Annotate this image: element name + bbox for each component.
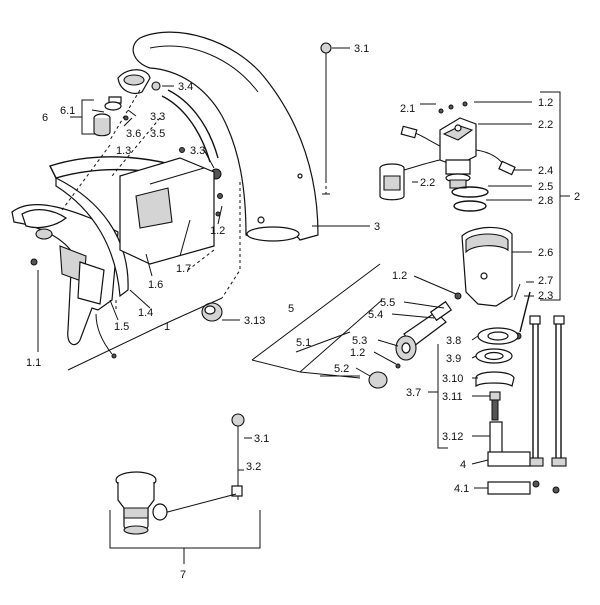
filter-rod [513,283,531,340]
label-3: 3 [374,221,380,233]
label-3-7: 3.7 [406,387,421,399]
label-1-5: 1.5 [114,321,129,333]
label-3-1-bottom: 3.1 [254,433,269,445]
spout-aerator-parts [93,69,222,180]
label-3-10: 3.10 [442,373,463,385]
label-1-3: 1.3 [116,145,131,157]
label-3-1-top: 3.1 [354,43,369,55]
spout-body [132,31,319,242]
label-6: 6 [42,112,48,124]
label-1-6: 1.6 [148,279,163,291]
solenoid-module [400,101,516,189]
pop-up-drain [115,413,245,535]
lever-assembly [368,292,462,389]
group-5-bracket [251,263,383,379]
label-1: 1 [164,321,170,333]
group-6-bracket [70,99,96,135]
label-2: 2 [574,191,580,203]
label-3-12: 3.12 [442,431,463,443]
label-4-1: 4.1 [454,483,469,495]
label-5-4: 5.4 [368,309,383,321]
group-1-lines [67,297,223,371]
label-5-5: 5.5 [380,297,395,309]
label-1-4: 1.4 [138,307,153,319]
label-3-2: 3.2 [246,461,261,473]
valve-o-rings [451,186,489,212]
label-1-7: 1.7 [176,263,191,275]
label-1-1: 1.1 [26,357,41,369]
label-5-2: 5.2 [334,363,349,375]
front-housing [11,204,119,359]
label-1-2-d: 1.2 [350,347,365,359]
label-1-2-a: 1.2 [210,225,225,237]
label-3-8: 3.8 [446,335,461,347]
label-5: 5 [288,303,294,315]
label-3-9: 3.9 [446,353,461,365]
label-3-13: 3.13 [244,315,265,327]
label-2-4: 2.4 [538,165,553,177]
label-3-3-a: 3.3 [150,111,165,123]
leader-lines [37,47,534,489]
label-7: 7 [180,569,186,581]
label-2-3: 2.3 [538,290,553,302]
label-4: 4 [460,459,466,471]
sensor-eye [379,159,441,201]
label-2-2-b: 2.2 [420,177,435,189]
label-2-2-a: 2.2 [538,119,553,131]
label-2-6: 2.6 [538,247,553,259]
label-2-8: 2.8 [538,195,553,207]
label-3-6: 3.6 [126,128,141,140]
label-3-11: 3.11 [442,391,463,403]
group-2-bracket [540,91,570,301]
label-3-3-b: 3.3 [190,145,205,157]
group-7-bracket [109,510,261,564]
callout-labels: 3.1 3.4 6 6.1 3.3 3.6 3.5 1.3 3.3 1.2 3 … [26,43,580,581]
label-5-1: 5.1 [296,337,311,349]
label-2-5: 2.5 [538,181,553,193]
label-2-1: 2.1 [400,103,415,115]
sensor-window [119,157,223,265]
label-3-4: 3.4 [178,81,193,93]
assembly-guides-left [61,89,241,312]
cartridge-rings [475,327,519,457]
label-5-3: 5.3 [352,335,367,347]
label-2-7: 2.7 [538,275,553,287]
label-6-1: 6.1 [60,105,75,117]
label-1-2-c: 1.2 [392,270,407,282]
label-1-2-b: 1.2 [538,97,553,109]
group-3-7-bracket [428,344,448,449]
label-3-5: 3.5 [150,128,165,140]
valve-housing [461,226,513,307]
pushrod-top [320,42,332,195]
